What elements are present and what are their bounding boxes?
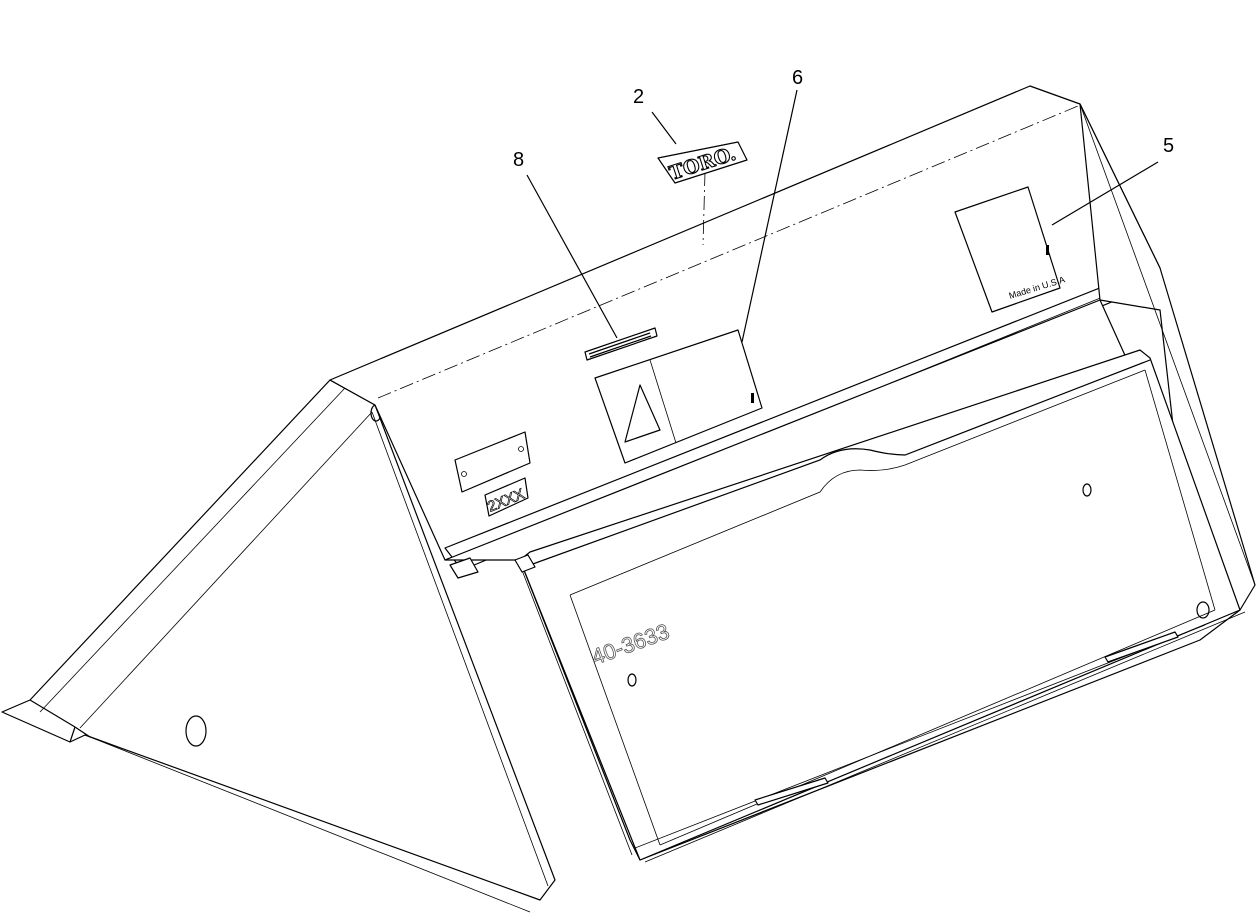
callout-8-leader — [526, 174, 618, 339]
callout-2-leader — [651, 111, 677, 145]
logo-centerline — [377, 105, 1079, 399]
decal-origin: Made in U.S.A — [954, 186, 1066, 313]
callout-5: 5 — [1163, 135, 1174, 157]
brand-logo-decal: TORO. — [657, 141, 748, 185]
callout-2: 2 — [633, 86, 644, 108]
warning-triangle-icon — [624, 384, 661, 443]
serial-plate — [454, 431, 531, 493]
callout-6: 6 — [792, 67, 803, 89]
callout-8: 8 — [513, 149, 524, 171]
callout-6-leader — [741, 89, 798, 343]
side-panel-hole — [185, 715, 207, 747]
decal-caution — [594, 329, 763, 464]
left-side-panel — [1, 379, 556, 913]
front-box — [444, 299, 1246, 863]
decal-warning-strip — [584, 327, 658, 361]
callout-5-leader — [1051, 161, 1159, 226]
